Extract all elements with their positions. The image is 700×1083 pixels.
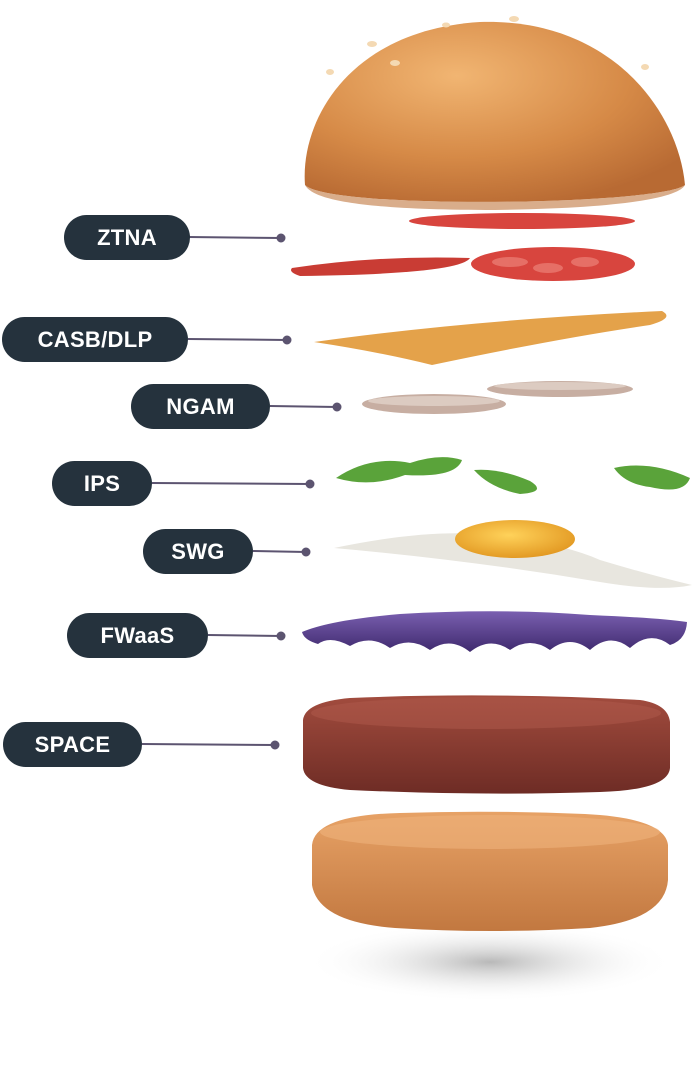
connector-dot-fwaas [276,631,286,641]
label-connectors [141,233,342,750]
connector-dot-ips [305,479,315,489]
connector-dot-ngam [332,402,342,412]
lettuce-pieces-layer [336,457,690,494]
fried-egg-layer [334,520,692,588]
tomato-slices-layer [291,213,635,281]
connector-dot-ztna [276,233,286,243]
top-bun [304,16,685,210]
connector-dot-space [270,740,280,750]
label-swg: SWG [143,529,253,574]
label-ztna: ZTNA [64,215,190,260]
ground-shadow [305,922,675,1002]
connector-dot-casb [282,335,292,345]
label-casb-dlp: CASB/DLP [2,317,188,362]
cheese-slice-layer [314,311,667,365]
label-fwaas: FWaaS [67,613,208,658]
label-space: SPACE [3,722,142,767]
purple-cabbage-layer [302,611,687,652]
patty-layer [303,695,670,794]
label-ngam: NGAM [131,384,270,429]
bottom-bun [312,811,668,931]
connector-dot-swg [301,547,311,557]
onion-slices-layer [362,381,633,414]
label-ips: IPS [52,461,152,506]
